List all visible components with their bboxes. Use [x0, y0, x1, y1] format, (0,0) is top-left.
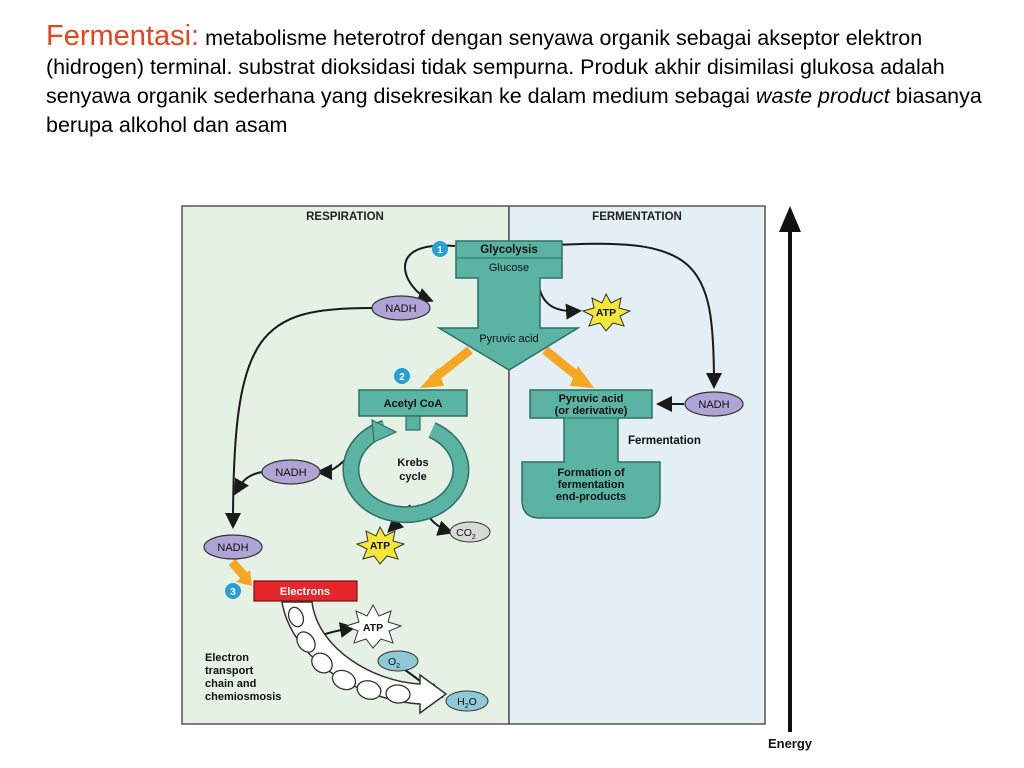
nadh-node-fermentation: NADH	[684, 391, 744, 417]
acetyl-coa-connector	[405, 415, 421, 431]
orange-arrow-to-electrons	[228, 559, 250, 581]
arrow-to-atp-glycolysis	[539, 289, 582, 320]
etc-label-line3: chain and	[205, 678, 256, 690]
nadh-node-top: NADH	[371, 295, 431, 321]
atp-burst-glycolysis: ATP	[581, 292, 632, 332]
krebs-label-line2: cycle	[399, 471, 427, 483]
formation-line1: Formation of	[557, 467, 625, 479]
glycolysis-label: Glycolysis	[480, 244, 538, 256]
co2-subscript: 2	[472, 534, 476, 541]
body-text-part1: metabolisme heterotrof dengan senyawa or…	[46, 26, 945, 108]
nadh-label: NADH	[385, 303, 416, 315]
orange-arrowhead-left	[420, 368, 444, 388]
krebs-label-line1: Krebs	[397, 457, 428, 469]
atp-label: ATP	[370, 540, 390, 552]
orange-arrowhead-right	[570, 366, 594, 388]
nadh-node-krebs: NADH	[261, 459, 321, 485]
glycolysis-box	[436, 240, 581, 371]
acetyl-coa-label: Acetyl CoA	[384, 398, 443, 410]
step-1-number: 1	[437, 245, 443, 256]
co2-node: CO2	[449, 521, 491, 543]
o2-node: O2	[377, 650, 419, 672]
arrow-nadh-to-lower-nadh	[225, 307, 373, 529]
orange-arrowhead-electrons	[236, 570, 252, 586]
co2-text: CO	[456, 527, 472, 539]
electron-transport-arrow	[281, 601, 448, 715]
step-3-badge: 3	[225, 583, 241, 599]
fermentation-side-label: Fermentation	[628, 435, 701, 447]
o2-subscript: 2	[396, 663, 400, 670]
h2o-o: O	[469, 696, 477, 708]
body-text-italic: waste product	[755, 84, 890, 108]
panel-label-fermentation: FERMENTATION	[592, 211, 682, 223]
formation-line3: end-products	[556, 491, 626, 503]
atp-label: ATP	[596, 307, 616, 319]
etc-label-line2: transport	[205, 665, 254, 677]
nadh-node-lower: NADH	[203, 534, 263, 560]
atp-label: ATP	[363, 622, 383, 634]
ferm-pyruvic-line1: Pyruvic acid	[559, 393, 624, 405]
arrow-glycolysis-to-fermentation-nadh	[539, 242, 722, 389]
energy-label: Energy	[768, 736, 813, 751]
nadh-label: NADH	[698, 399, 729, 411]
ferm-pyruvic-line2: (or derivative)	[555, 405, 628, 417]
electron-carriers	[287, 606, 411, 704]
o2-text: O	[388, 656, 396, 668]
formation-line2: fermentation	[558, 479, 625, 491]
slide-body-text: Fermentasi: metabolisme heterotrof denga…	[46, 22, 996, 140]
etc-label-line1: Electron	[205, 652, 249, 664]
panel-label-respiration: RESPIRATION	[306, 211, 384, 223]
body-text-part2: biasanya berupa alkohol dan asam	[46, 84, 982, 137]
slide-title: Fermentasi:	[46, 20, 200, 52]
glucose-label: Glucose	[489, 262, 529, 274]
o2-label: O2	[388, 656, 400, 670]
step-3-number: 3	[230, 587, 236, 598]
fermentation-pathway-shape	[521, 389, 661, 519]
h2o-h: H	[457, 696, 465, 708]
krebs-cycle-ring	[342, 418, 470, 524]
acetyl-coa-box	[358, 389, 468, 417]
electrons-box	[253, 580, 358, 602]
step-1-badge: 1	[432, 241, 448, 257]
electrons-label: Electrons	[280, 586, 330, 598]
energy-axis-arrow	[779, 206, 801, 732]
nadh-label: NADH	[275, 467, 306, 479]
etc-label-line4: chemiosmosis	[205, 691, 281, 703]
h2o-subscript: 2	[465, 703, 469, 710]
atp-burst-etc: ATP	[344, 603, 403, 649]
atp-burst-krebs: ATP	[355, 525, 406, 565]
nadh-label: NADH	[217, 542, 248, 554]
arrow-nadh-to-main	[234, 471, 263, 496]
co2-label: CO2	[456, 527, 476, 541]
step-2-badge: 2	[394, 368, 410, 384]
pyruvic-acid-label: Pyruvic acid	[479, 333, 538, 345]
step-2-number: 2	[399, 372, 405, 383]
h2o-label: H2O	[457, 696, 477, 710]
h2o-node: H2O	[445, 690, 489, 712]
